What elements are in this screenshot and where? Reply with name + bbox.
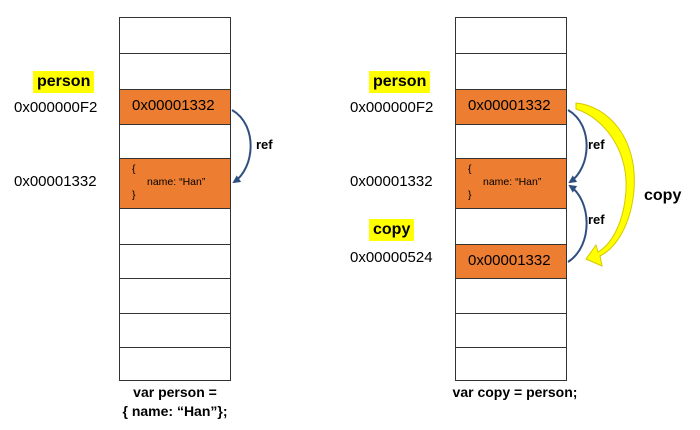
memory-cell	[456, 208, 566, 244]
memory-cell-object: { name: “Han” }	[120, 158, 230, 208]
right-caption: var copy = person;	[452, 384, 578, 400]
memory-cell	[120, 278, 230, 313]
person-address: 0x000000F2	[14, 99, 98, 116]
ref-arrow-right-top	[567, 109, 588, 184]
memory-cell	[120, 208, 230, 244]
cell-value: 0x00001332	[468, 97, 551, 114]
copy-address: 0x00000524	[350, 249, 433, 266]
memory-cell	[120, 244, 230, 278]
memory-cell-person: 0x00001332	[120, 89, 230, 124]
ref-label: ref	[256, 137, 273, 152]
memory-cell	[120, 313, 230, 347]
object-address: 0x00001332	[350, 173, 433, 190]
object-literal: { name: “Han” }	[132, 163, 206, 201]
cell-value: 0x00001332	[132, 97, 215, 114]
ref-arrow-left	[231, 109, 252, 184]
object-address: 0x00001332	[14, 173, 97, 190]
person-variable-label: person	[369, 71, 431, 93]
memory-cell	[120, 124, 230, 158]
memory-stack-left: 0x00001332 { name: “Han” }	[119, 17, 231, 381]
memory-cell-object: { name: “Han” }	[456, 158, 566, 208]
person-variable-label: person	[33, 71, 95, 93]
copy-arrow	[575, 102, 635, 267]
memory-cell	[120, 347, 230, 382]
left-caption: var person = { name: “Han”};	[122, 384, 228, 419]
memory-cell-person: 0x00001332	[456, 89, 566, 124]
copy-arrow-label: copy	[644, 187, 682, 204]
memory-cell	[456, 313, 566, 347]
ref-label-top: ref	[588, 137, 605, 152]
ref-arrow-right-bottom	[567, 184, 588, 263]
memory-cell	[456, 347, 566, 382]
memory-cell-copy: 0x00001332	[456, 244, 566, 278]
person-address: 0x000000F2	[350, 99, 434, 116]
memory-cell	[456, 124, 566, 158]
memory-cell	[456, 53, 566, 89]
ref-label-bottom: ref	[588, 212, 605, 227]
memory-stack-right: 0x00001332 { name: “Han” } 0x00001332	[455, 17, 567, 381]
memory-cell	[120, 53, 230, 89]
copy-variable-label: copy	[369, 219, 415, 241]
object-literal: { name: “Han” }	[468, 163, 542, 201]
memory-cell	[456, 278, 566, 313]
cell-value: 0x00001332	[468, 252, 551, 269]
